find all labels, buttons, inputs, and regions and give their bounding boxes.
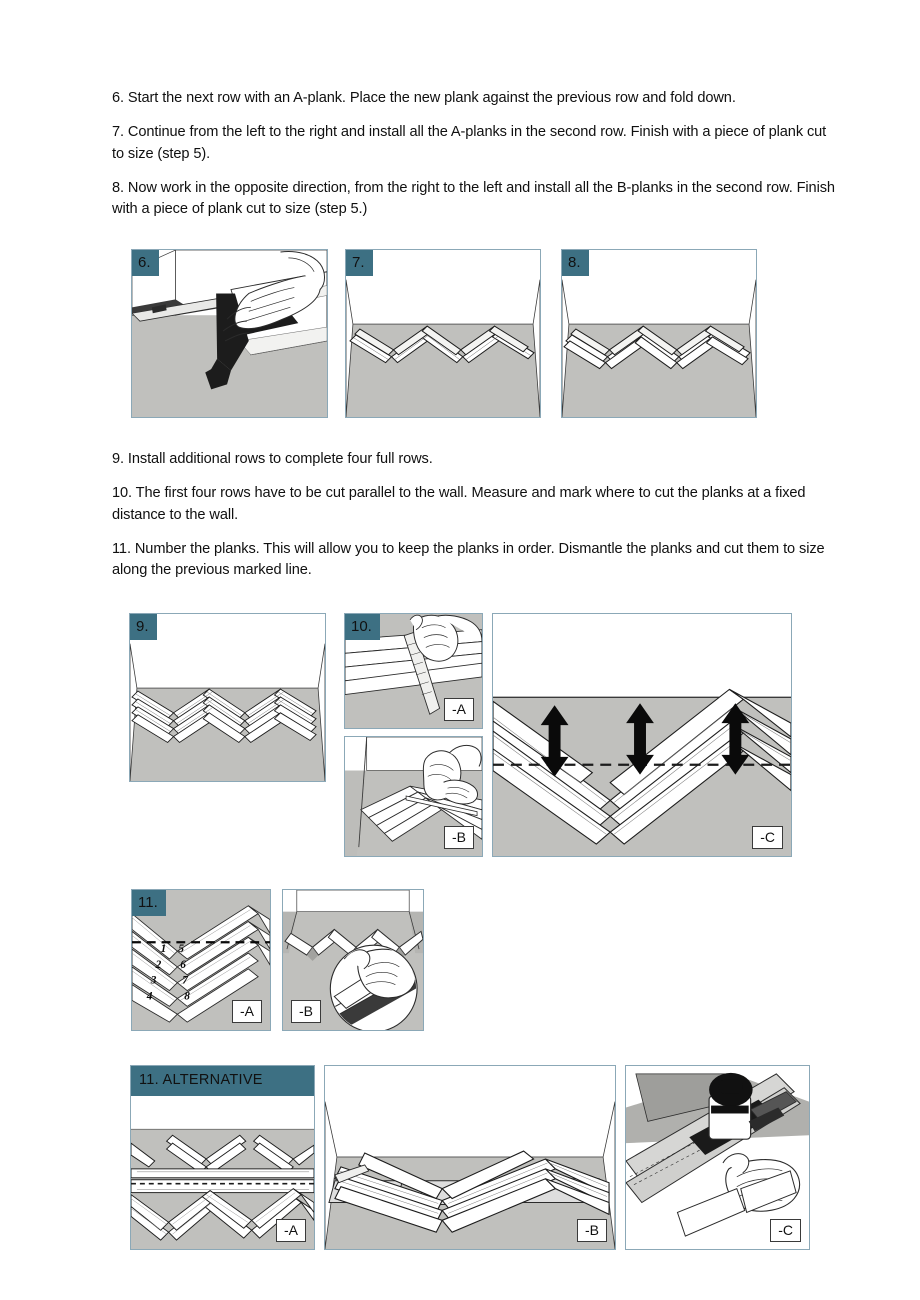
step-badge-8: 8. [562, 250, 589, 276]
figure-panel-step-9: 9. [129, 613, 326, 782]
paragraph-step-10: 10. The first four rows have to be cut p… [112, 485, 806, 523]
svg-text:1: 1 [161, 943, 167, 955]
svg-text:7: 7 [182, 975, 189, 987]
step-badge-6: 6. [132, 250, 159, 276]
svg-text:8: 8 [184, 990, 190, 1002]
illustration-11alt-c [626, 1066, 809, 1249]
figure-panel-11alt-c: -C [625, 1065, 810, 1250]
sublabel-11alt-a: -A [276, 1219, 306, 1242]
step-badge-11: 11. [132, 890, 166, 916]
instructions-block-middle: 9. Install additional rows to complete f… [112, 449, 838, 594]
svg-text:5: 5 [178, 943, 184, 955]
illustration-11alt-b [325, 1066, 615, 1249]
svg-text:4: 4 [146, 990, 153, 1002]
sublabel-11alt-b: -B [577, 1219, 607, 1242]
step-badge-11-alternative: 11. ALTERNATIVE [131, 1066, 314, 1096]
figure-panel-step-10a: 10. -A [344, 613, 483, 729]
sublabel-10b: -B [444, 826, 474, 849]
figure-panel-11alt-a: 11. ALTERNATIVE -A [130, 1065, 315, 1250]
illustration-11alt-a [131, 1066, 314, 1249]
figure-panel-step-8: 8. [561, 249, 757, 418]
figure-panel-11alt-b: -B [324, 1065, 616, 1250]
paragraph-step-7: 7. Continue from the left to the right a… [112, 124, 827, 162]
sublabel-11alt-c: -C [770, 1219, 801, 1242]
illustration-step-7 [346, 250, 540, 417]
illustration-step-9 [130, 614, 325, 781]
figure-panel-step-6: 6. [131, 249, 328, 418]
svg-text:3: 3 [150, 975, 157, 987]
svg-text:6: 6 [180, 959, 186, 971]
sublabel-11a: -A [232, 1000, 262, 1023]
figure-panel-step-10c: -C [492, 613, 792, 857]
instructions-block-top: 6. Start the next row with an A-plank. P… [112, 88, 838, 233]
illustration-step-10c [493, 614, 791, 856]
paragraph-step-11: 11. Number the planks. This will allow y… [112, 540, 825, 579]
paragraph-step-9: 9. Install additional rows to complete f… [112, 451, 433, 467]
svg-text:2: 2 [155, 959, 162, 971]
paragraph-step-6: 6. Start the next row with an A-plank. P… [112, 90, 736, 106]
step-badge-9: 9. [130, 614, 157, 640]
figure-panel-step-7: 7. [345, 249, 541, 418]
sublabel-10c: -C [752, 826, 783, 849]
illustration-step-6 [132, 250, 327, 417]
illustration-step-10b [345, 737, 482, 856]
sublabel-10a: -A [444, 698, 474, 721]
illustration-step-11a: 1 2 3 4 5 6 7 8 [132, 890, 270, 1030]
sublabel-11b: -B [291, 1000, 321, 1023]
figure-panel-step-11a: 1 2 3 4 5 6 7 8 11. -A [131, 889, 271, 1031]
figure-panel-step-10b: -B [344, 736, 483, 857]
step-badge-7: 7. [346, 250, 373, 276]
illustration-step-8 [562, 250, 756, 417]
figure-panel-step-11b: -B [282, 889, 424, 1031]
paragraph-step-8: 8. Now work in the opposite direction, f… [112, 179, 835, 218]
step-badge-10: 10. [345, 614, 380, 640]
